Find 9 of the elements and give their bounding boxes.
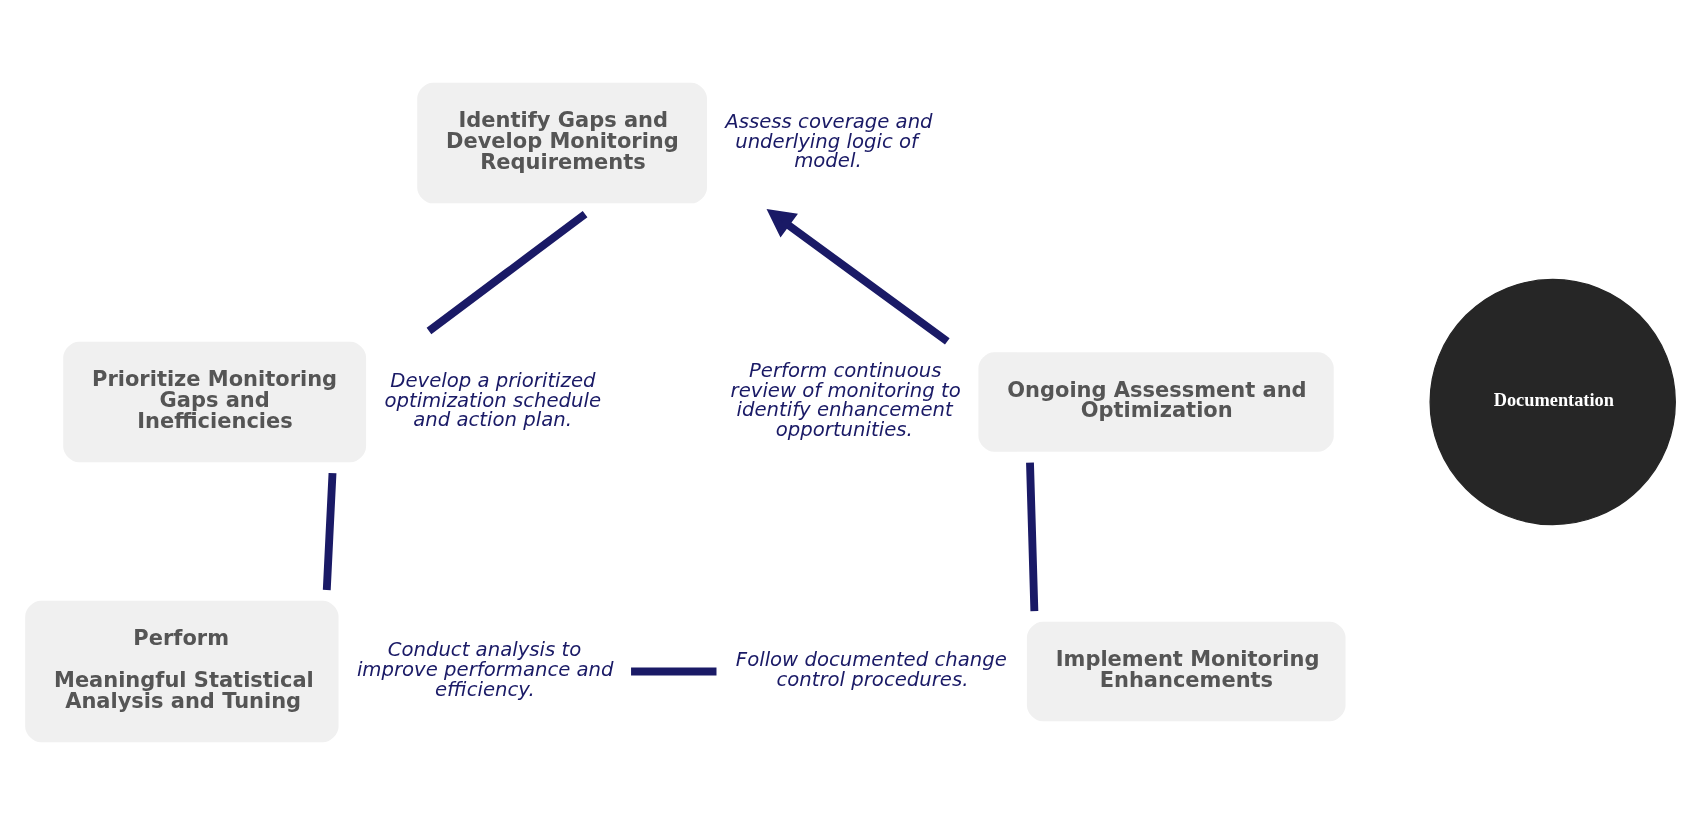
connector bbox=[322, 472, 336, 591]
node-label: Assess coverage and underlying logic of model. bbox=[724, 109, 933, 173]
node-label: Perform continuous review of monitoring to identify enhancement opportunities. bbox=[730, 359, 961, 442]
node-label: Develop a prioritized optimization schedule and action plan. bbox=[383, 368, 601, 432]
node-circle: Documentation bbox=[1428, 278, 1676, 526]
node-label: Follow documented change control procedures. bbox=[735, 648, 1007, 691]
connector bbox=[426, 210, 587, 335]
arrow bbox=[766, 209, 950, 345]
node-label: Conduct analysis to improve performance and efficiency. bbox=[356, 638, 614, 701]
